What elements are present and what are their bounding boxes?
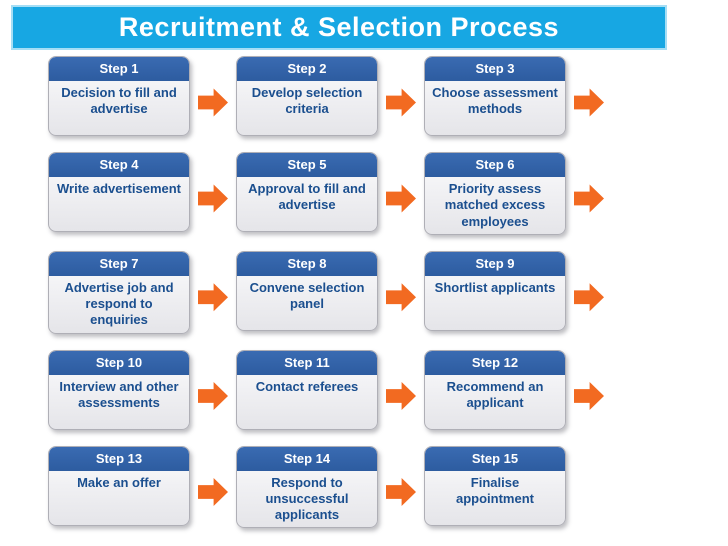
step-box-8: Step 8 Convene selection panel — [236, 250, 378, 331]
arrow-cell — [378, 56, 424, 118]
step-header: Step 2 — [237, 57, 377, 81]
step-header: Step 6 — [425, 153, 565, 177]
step-box-3: Step 3 Choose assessment methods — [424, 56, 566, 136]
step-header: Step 9 — [425, 251, 565, 276]
step-body: Shortlist applicants — [434, 279, 556, 295]
arrow-right-icon — [574, 184, 604, 213]
arrow-cell — [378, 350, 424, 412]
arrow-right-icon — [386, 478, 416, 506]
step-header: Step 4 — [49, 153, 189, 177]
arrow-right-icon — [198, 184, 228, 213]
step-header: Step 8 — [237, 251, 377, 276]
arrow-cell — [566, 152, 612, 214]
step-box-14: Step 14 Respond to unsuccessful applican… — [236, 445, 378, 529]
step-header: Step 1 — [49, 57, 189, 81]
step-header: Step 5 — [237, 153, 377, 177]
arrow-cell — [190, 350, 236, 412]
process-row-1: Step 1 Decision to fill and advertise St… — [48, 56, 668, 136]
step-header: Step 13 — [49, 446, 189, 471]
step-box-12: Step 12 Recommend an applicant — [424, 349, 566, 430]
process-row-2: Step 4 Write advertisement Step 5 Approv… — [48, 152, 668, 235]
step-body: Choose assessment methods — [432, 85, 558, 117]
arrow-right-icon — [386, 382, 416, 410]
step-body: Develop selection criteria — [251, 85, 363, 117]
title-banner: Recruitment & Selection Process — [11, 5, 667, 50]
step-body: Priority assess matched excess employees — [444, 181, 546, 229]
arrow-right-icon — [198, 88, 228, 117]
arrow-right-icon — [574, 88, 604, 117]
arrow-cell — [566, 56, 612, 118]
arrow-right-icon — [198, 478, 228, 506]
process-row-3: Step 7 Advertise job and respond to enqu… — [48, 250, 668, 334]
arrow-cell — [190, 251, 236, 313]
step-box-5: Step 5 Approval to fill and advertise — [236, 152, 378, 232]
step-body: Recommend an applicant — [446, 378, 544, 410]
step-body: Interview and other assessments — [59, 378, 179, 410]
arrow-cell — [566, 350, 612, 412]
step-body: Write advertisement — [56, 181, 182, 196]
step-box-10: Step 10 Interview and other assessments — [48, 349, 190, 430]
step-body: Contact referees — [255, 378, 359, 394]
arrow-cell — [378, 251, 424, 313]
process-row-4: Step 10 Interview and other assessments … — [48, 349, 668, 430]
step-body: Respond to unsuccessful applicants — [265, 474, 349, 523]
arrow-cell — [378, 152, 424, 214]
arrow-cell — [190, 446, 236, 508]
step-header: Step 12 — [425, 350, 565, 375]
arrow-right-icon — [386, 283, 416, 312]
step-header: Step 11 — [237, 350, 377, 375]
step-body: Convene selection panel — [249, 279, 365, 311]
arrow-right-icon — [574, 382, 604, 410]
step-box-2: Step 2 Develop selection criteria — [236, 56, 378, 136]
arrow-right-icon — [198, 382, 228, 410]
step-box-4: Step 4 Write advertisement — [48, 152, 190, 232]
step-header: Step 10 — [49, 350, 189, 375]
step-body: Advertise job and respond to enquiries — [64, 279, 174, 328]
step-body: Decision to fill and advertise — [61, 85, 177, 117]
step-header: Step 15 — [425, 446, 565, 471]
step-box-11: Step 11 Contact referees — [236, 349, 378, 430]
step-header: Step 14 — [237, 446, 377, 471]
step-body: Make an offer — [77, 474, 161, 490]
step-box-15: Step 15 Finalise appointment — [424, 445, 566, 526]
arrow-cell — [190, 152, 236, 214]
arrow-right-icon — [386, 88, 416, 117]
process-row-5: Step 13 Make an offer Step 14 Respond to… — [48, 445, 668, 529]
step-box-9: Step 9 Shortlist applicants — [424, 250, 566, 331]
slide-title: Recruitment & Selection Process — [118, 12, 560, 42]
arrow-cell — [566, 251, 612, 313]
arrow-right-icon — [198, 283, 228, 312]
step-body: Approval to fill and advertise — [248, 181, 366, 213]
step-box-6: Step 6 Priority assess matched excess em… — [424, 152, 566, 235]
step-box-7: Step 7 Advertise job and respond to enqu… — [48, 250, 190, 334]
process-grid: Step 1 Decision to fill and advertise St… — [48, 56, 668, 544]
step-box-13: Step 13 Make an offer — [48, 445, 190, 526]
step-header: Step 7 — [49, 251, 189, 276]
arrow-cell — [378, 446, 424, 508]
step-box-1: Step 1 Decision to fill and advertise — [48, 56, 190, 136]
step-header: Step 3 — [425, 57, 565, 81]
step-body: Finalise appointment — [456, 474, 534, 506]
arrow-right-icon — [386, 184, 416, 213]
arrow-right-icon — [574, 283, 604, 312]
arrow-cell — [190, 56, 236, 118]
